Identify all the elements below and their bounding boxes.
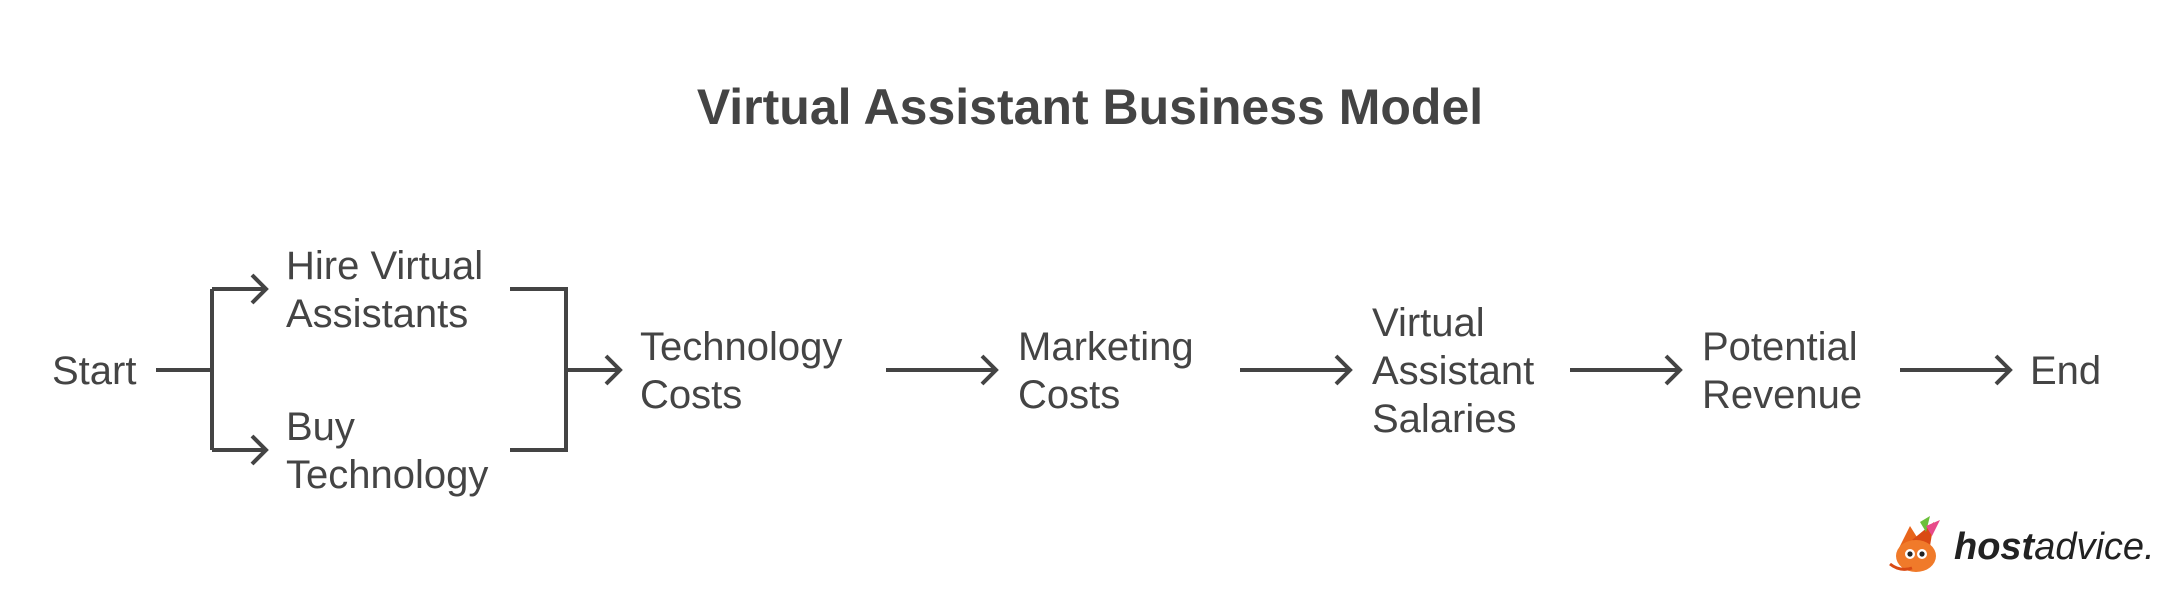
node-hire-line-2: Assistants bbox=[286, 292, 468, 336]
svg-text:Hire Virtual Assistants: Hire Virtual Assistants bbox=[286, 244, 494, 336]
arrowhead-marketing bbox=[980, 354, 999, 386]
arrowhead-salaries bbox=[1334, 354, 1353, 386]
node-marketing-line-1: Marketing bbox=[1018, 325, 1194, 369]
svg-text:Potential Revenue: Potential Revenue bbox=[1702, 325, 1869, 417]
logo-text-host: host bbox=[1954, 526, 2036, 568]
arrowhead-tech-costs bbox=[604, 354, 623, 386]
node-tech-costs-line-2: Costs bbox=[640, 373, 742, 417]
edge-merge-bracket bbox=[510, 287, 568, 452]
svg-text:Virtual Assistant: Virtual Assistant Salaries bbox=[1372, 301, 1545, 441]
node-buy-technology: Buy Technology bbox=[286, 405, 488, 497]
node-salaries-line-1: Virtual bbox=[1372, 301, 1485, 345]
node-technology-costs: Technology Costs bbox=[640, 325, 854, 417]
fox-mascot-icon bbox=[1889, 516, 1940, 572]
svg-text:Start: Start bbox=[52, 349, 136, 393]
hostadvice-logo: hostadvice. bbox=[1889, 516, 2155, 572]
node-marketing-line-2: Costs bbox=[1018, 373, 1120, 417]
node-buy-line-1: Buy bbox=[286, 405, 355, 449]
svg-text:End: End bbox=[2030, 349, 2101, 393]
node-start-line: Start bbox=[52, 349, 136, 393]
arrowhead-end bbox=[1994, 354, 2013, 386]
logo-text-advice: advice. bbox=[2034, 526, 2154, 568]
svg-text:Technology Costs: Technology Costs bbox=[640, 325, 854, 417]
node-buy-line-2: Technology bbox=[286, 453, 488, 497]
diagram-title: Virtual Assistant Business Model bbox=[697, 79, 1483, 135]
node-end-line: End bbox=[2030, 349, 2101, 393]
node-potential-revenue: Potential Revenue bbox=[1702, 325, 1869, 417]
svg-text:Buy Technology: Buy Technology bbox=[286, 405, 488, 497]
node-end: End bbox=[2030, 349, 2101, 393]
node-revenue-line-2: Revenue bbox=[1702, 373, 1862, 417]
node-revenue-line-1: Potential bbox=[1702, 325, 1858, 369]
svg-text:Marketing Costs: Marketing Costs bbox=[1018, 325, 1205, 417]
node-salaries-line-3: Salaries bbox=[1372, 397, 1517, 441]
node-tech-costs-line-1: Technology bbox=[640, 325, 842, 369]
node-virtual-assistant-salaries: Virtual Assistant Salaries bbox=[1372, 301, 1545, 441]
connectors bbox=[156, 273, 2013, 466]
node-hire-line-1: Hire Virtual bbox=[286, 244, 483, 288]
node-salaries-line-2: Assistant bbox=[1372, 349, 1534, 393]
logo-wordmark: hostadvice. bbox=[1954, 526, 2155, 568]
node-marketing-costs: Marketing Costs bbox=[1018, 325, 1205, 417]
arrowhead-hire bbox=[250, 273, 269, 305]
arrowhead-revenue bbox=[1664, 354, 1683, 386]
node-start: Start bbox=[52, 349, 136, 393]
arrowhead-buy bbox=[250, 434, 269, 466]
node-hire-virtual-assistants: Hire Virtual Assistants bbox=[286, 244, 494, 336]
